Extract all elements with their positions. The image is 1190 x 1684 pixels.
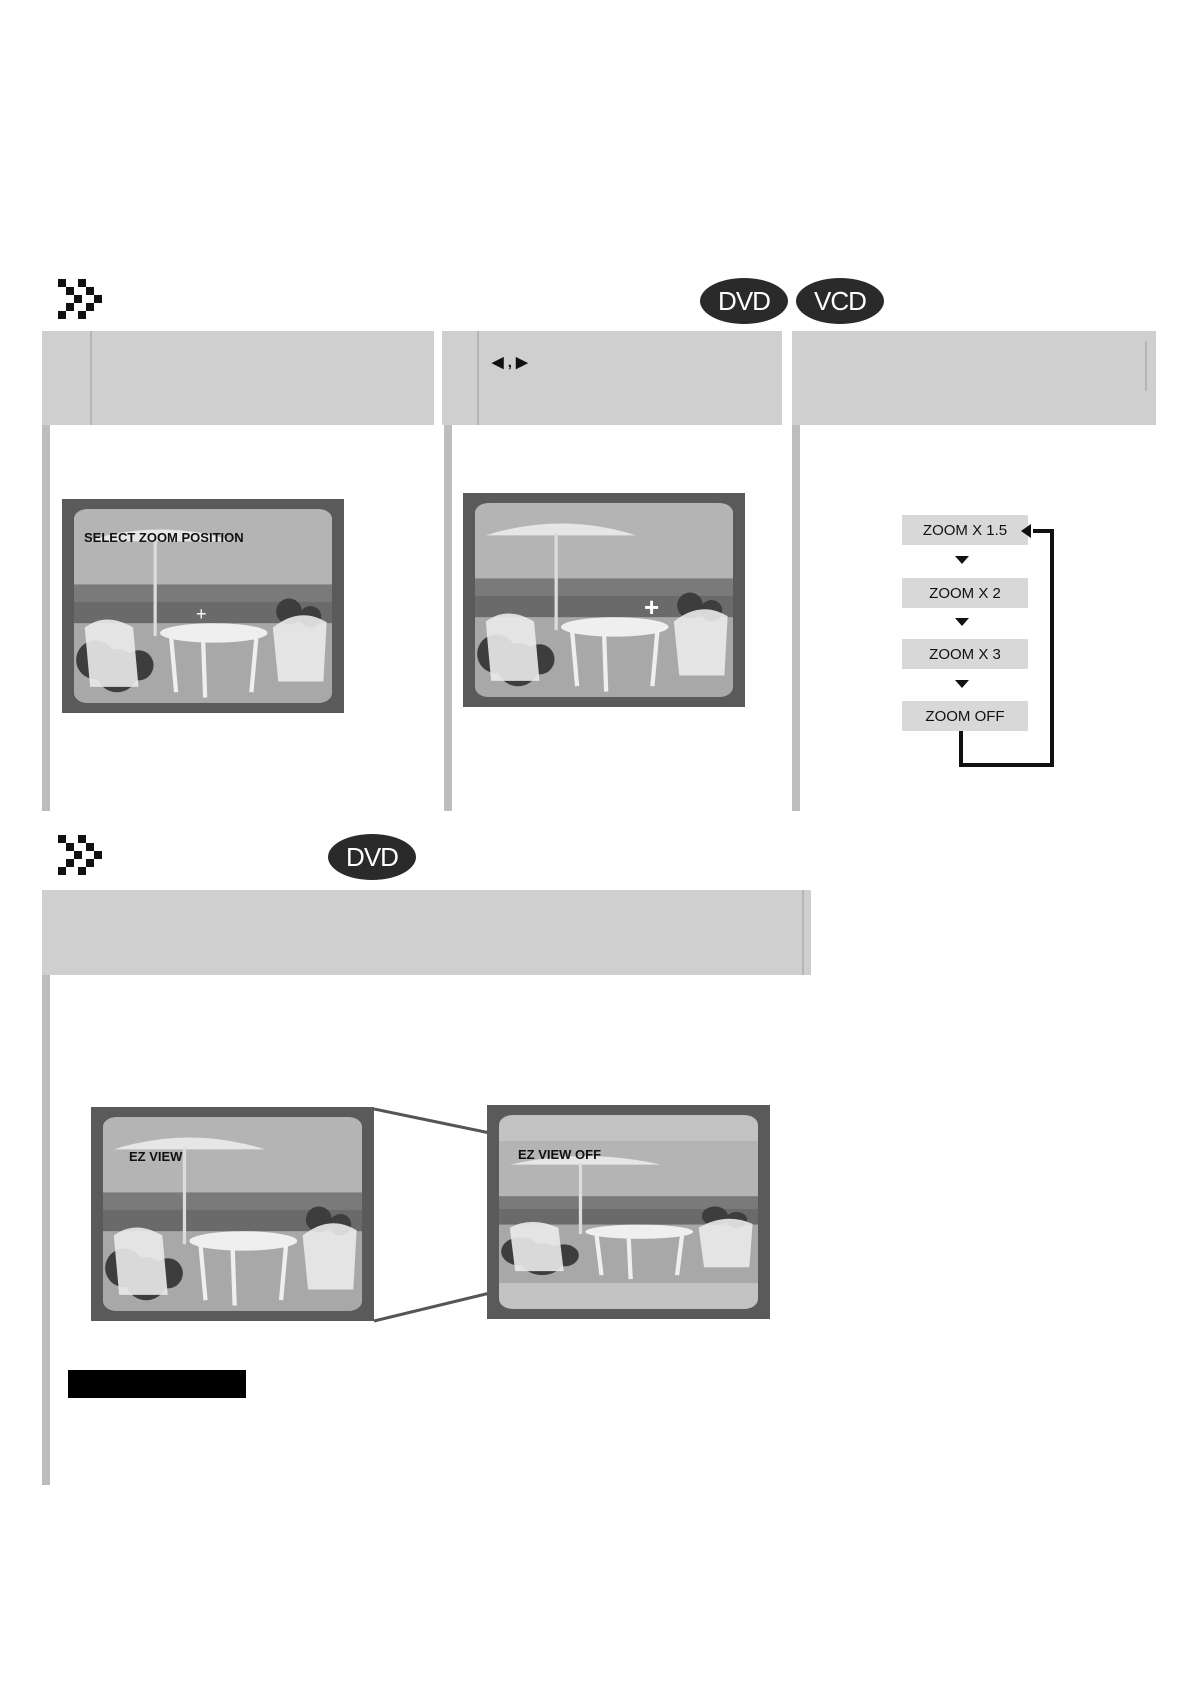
cycle-return-arrow: [959, 524, 1054, 767]
zoom-moved-screen: +: [463, 493, 745, 707]
down-arrow-icon: [955, 556, 969, 564]
step2-rule: [444, 425, 452, 811]
step1-header: [42, 331, 434, 425]
step2-header: ◀ , ▶: [442, 331, 782, 425]
down-arrow-icon: [955, 618, 969, 626]
zoom-2-box: ZOOM X 2: [902, 578, 1028, 608]
zoom-1-5-box: ZOOM X 1.5: [902, 515, 1028, 545]
ez-view-screen: EZ VIEW: [91, 1107, 374, 1321]
zoom-3-box: ZOOM X 3: [902, 639, 1028, 669]
select-zoom-position-osd: SELECT ZOOM POSITION: [84, 530, 244, 545]
ez-view-off-screen: EZ VIEW OFF: [487, 1105, 770, 1319]
zoom-position-screen: SELECT ZOOM POSITION +: [62, 499, 344, 713]
zoom-off-box: ZOOM OFF: [902, 701, 1028, 731]
ezview-rule: [42, 975, 50, 1485]
dvd-badge: DVD: [700, 278, 788, 324]
ez-view-osd: EZ VIEW: [129, 1149, 183, 1164]
note-label-bar: [68, 1370, 246, 1398]
down-arrow-icon: [955, 680, 969, 688]
dvd-badge: DVD: [328, 834, 416, 880]
vcd-badge: VCD: [796, 278, 884, 324]
step3-rule: [792, 425, 800, 811]
section-zoom-chevron-icon: [58, 279, 106, 319]
ez-view-off-osd: EZ VIEW OFF: [518, 1147, 602, 1162]
step1-rule: [42, 425, 50, 811]
zoom-connector-lines: [373, 1107, 491, 1323]
crosshair-icon: +: [644, 592, 660, 622]
left-right-arrow-keys: ◀ , ▶: [492, 354, 528, 371]
ezview-header: [42, 890, 811, 975]
crosshair-icon: +: [196, 604, 207, 624]
section-ezview-chevron-icon: [58, 835, 106, 875]
step3-header: [792, 331, 1156, 425]
